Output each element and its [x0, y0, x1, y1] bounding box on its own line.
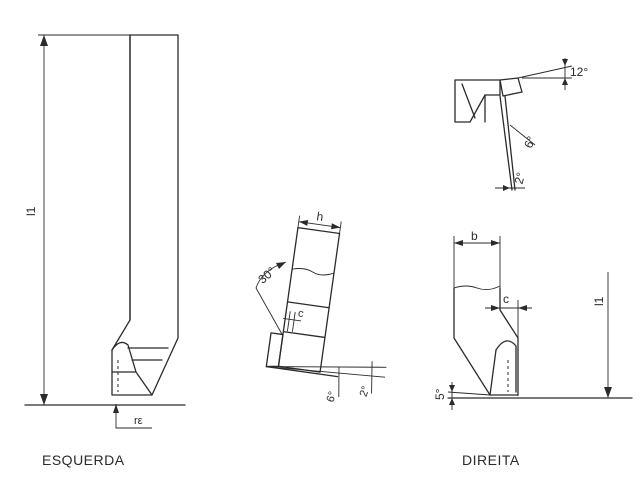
right-12deg-arrow-top [562, 59, 568, 66]
right-b-arrow-left [454, 240, 463, 246]
right-2deg-arrow [503, 185, 510, 191]
left-tool: l1 rε [24, 34, 186, 429]
left-tool-insert [111, 341, 137, 373]
right-5deg-line [447, 391, 491, 396]
right-b-label: b [471, 229, 478, 243]
middle-h-ext-right [338, 221, 342, 236]
right-c-arrow-right [518, 305, 527, 311]
right-c-arrow-left [491, 305, 500, 311]
middle-30deg-label: 30° [255, 264, 278, 287]
caption-direita: DIREITA [462, 452, 520, 468]
right-top-body [454, 79, 501, 123]
caption-esquerda: ESQUERDA [42, 452, 125, 468]
right-b-arrow-right [491, 240, 500, 246]
middle-tool-section-line-2 [282, 330, 326, 339]
middle-h-ext-left [297, 215, 301, 230]
middle-angle-line-2 [266, 366, 386, 378]
middle-h-arrow-left [298, 219, 309, 226]
middle-c-label: c [297, 308, 305, 321]
middle-tool-bottom [265, 365, 339, 378]
left-re-arrow [113, 404, 119, 413]
left-re-label: rε [134, 415, 143, 427]
right-6deg-label: 6° [521, 134, 539, 150]
middle-c-ext-2 [291, 311, 296, 332]
middle-30deg-leader [255, 287, 284, 337]
right-l1-label: l1 [592, 296, 606, 306]
right-top-shank-edge-2 [504, 95, 516, 191]
middle-h-label: h [316, 209, 325, 224]
right-12deg-arrow-bottom [562, 78, 568, 85]
left-tool-flank [135, 371, 153, 396]
left-l1-arrow-top [40, 35, 48, 46]
right-c-label: c [503, 292, 509, 306]
right-side-view: b c 5° l1 [433, 229, 633, 410]
middle-angle-line-1 [266, 366, 387, 368]
right-top-view: 12° 6° 2° [454, 58, 588, 191]
middle-tool-section-line [286, 301, 330, 309]
middle-h-arrow-right [331, 223, 341, 230]
right-side-break-line [453, 285, 501, 291]
right-6deg-leader [509, 124, 536, 146]
right-5deg-label: 5° [433, 388, 447, 400]
right-5deg-arrow-bottom [449, 398, 455, 405]
right-side-insert-edge [489, 349, 497, 396]
middle-30deg-arrow [276, 262, 286, 269]
middle-tool: h c 6° 2° [265, 209, 387, 404]
right-5deg-arrow-top [449, 385, 455, 392]
middle-angle-arc [338, 366, 340, 397]
middle-c-dimension-line [283, 318, 302, 322]
right-12deg-line [517, 65, 573, 79]
middle-tool-break-line [292, 268, 335, 276]
middle-tool-tip [265, 332, 284, 368]
left-tool-shank [111, 34, 179, 396]
middle-30deg-annotation: 30° [255, 261, 287, 337]
middle-tool-shank [277, 226, 341, 373]
right-top-insert [499, 77, 523, 97]
right-2deg-label: 2° [512, 171, 529, 186]
right-12deg-label: 12° [570, 65, 588, 79]
middle-2deg-label: 2° [358, 385, 373, 399]
right-side-insert [495, 340, 517, 393]
right-top-inner-line [461, 83, 476, 119]
middle-6deg-label: 6° [325, 390, 340, 404]
right-top-shank-edge [499, 95, 513, 191]
middle-angle-arc-2 [371, 361, 373, 394]
left-l1-label: l1 [24, 206, 38, 216]
right-l1-arrow [604, 387, 612, 398]
middle-c-ext [286, 311, 291, 332]
left-l1-arrow-bottom [40, 394, 48, 405]
